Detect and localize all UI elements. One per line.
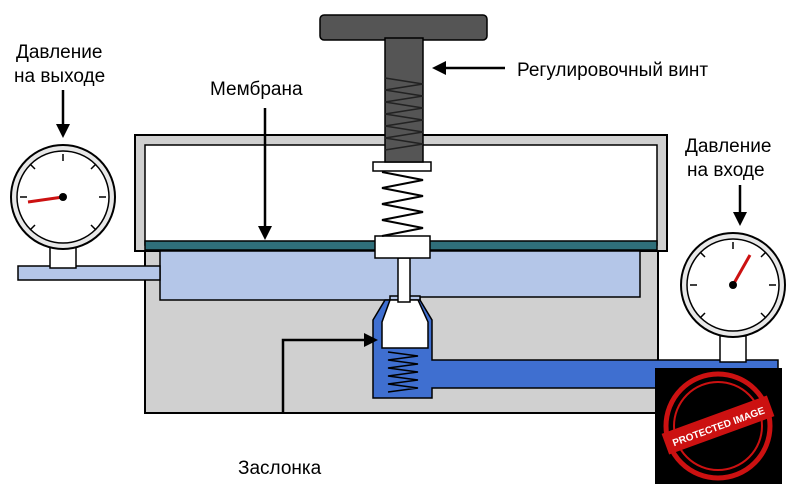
membrane-plate	[374, 235, 431, 259]
inlet-pressure-label-line2: на входе	[687, 160, 765, 181]
outlet-pressure-label-line2: на выходе	[14, 66, 105, 87]
membrane-label: Мембрана	[210, 79, 303, 100]
adjusting-screw-label: Регулировочный винт	[517, 60, 708, 81]
inlet-pressure-gauge	[680, 232, 786, 363]
valve-spring	[387, 351, 419, 393]
inlet-pressure-label-line1: Давление	[685, 136, 771, 157]
outlet-pressure-gauge	[10, 144, 116, 269]
screw-threads	[384, 77, 424, 151]
screw-handle	[319, 14, 488, 41]
protected-image-watermark: PROTECTED IMAGE	[655, 368, 782, 484]
valve-label: Заслонка	[238, 458, 322, 479]
arrows	[56, 61, 747, 412]
valve-stem	[397, 257, 411, 303]
adjusting-spring	[381, 171, 424, 237]
outlet-pipe	[17, 265, 161, 281]
spring-retainer	[372, 161, 432, 172]
outlet-pressure-label-line1: Давление	[16, 42, 102, 63]
inlet-gauge-needle	[731, 254, 752, 286]
outlet-gauge-needle	[27, 195, 64, 204]
valve-plug	[381, 299, 429, 349]
